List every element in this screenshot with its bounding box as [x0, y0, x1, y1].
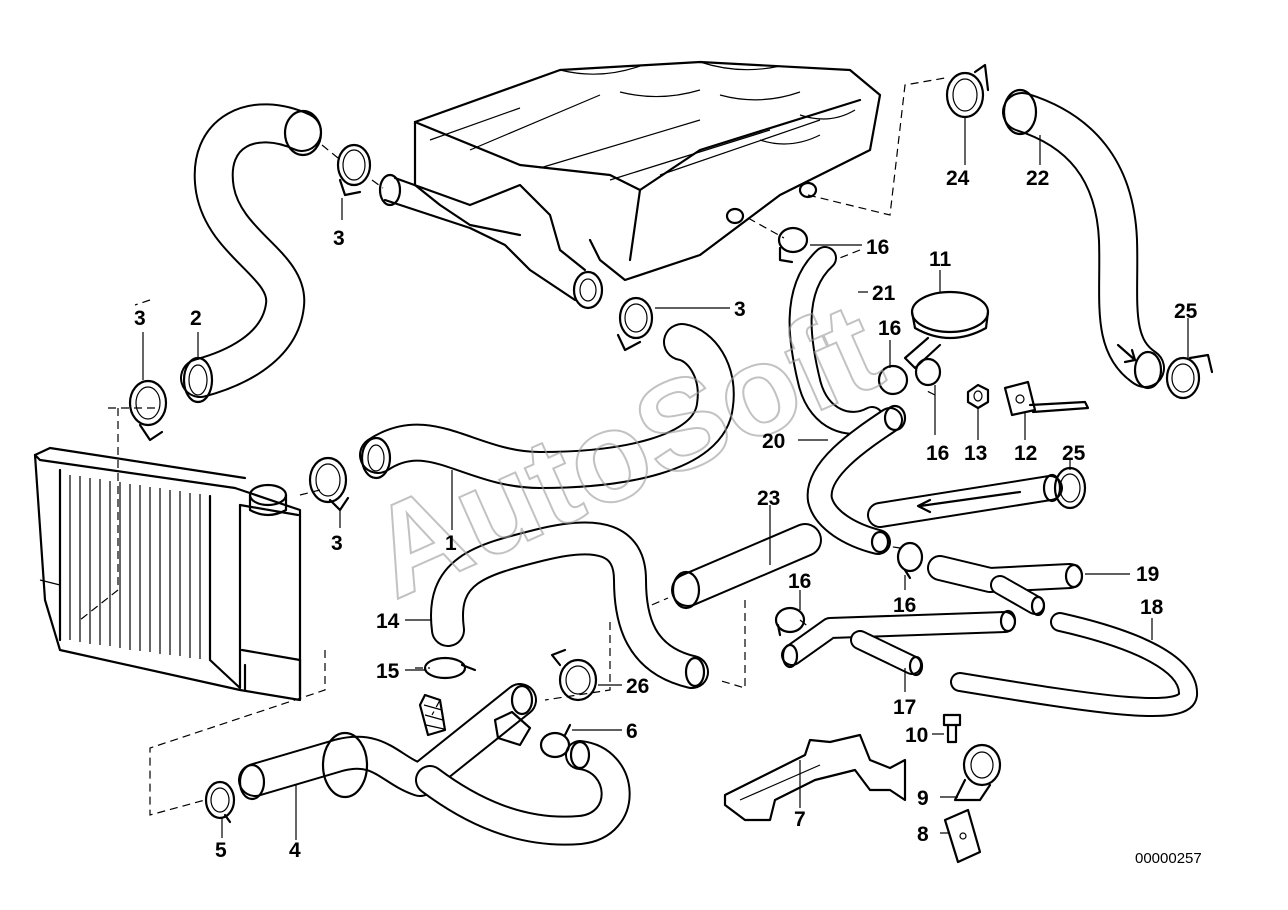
clamp-3-middle — [616, 296, 654, 352]
engine-block — [378, 60, 882, 310]
clamp-25-mid — [1053, 466, 1087, 510]
bolt-10 — [942, 713, 962, 744]
label-3: 3 — [331, 532, 343, 555]
label-11: 11 — [929, 248, 952, 271]
label-24: 24 — [946, 167, 970, 190]
label-4: 4 — [289, 839, 301, 862]
bracket-12 — [1003, 380, 1090, 417]
label-8: 8 — [917, 823, 929, 846]
label-16: 16 — [926, 442, 949, 465]
plate-8 — [943, 808, 982, 864]
label-3: 3 — [134, 307, 146, 330]
clamp-5 — [204, 780, 236, 824]
label-25: 25 — [1174, 300, 1198, 323]
label-25: 25 — [1062, 442, 1086, 465]
clamp-16-mid — [896, 541, 924, 580]
label-16: 16 — [866, 236, 889, 259]
clamp-6 — [539, 723, 572, 759]
label-14: 14 — [376, 610, 400, 633]
label-9: 9 — [917, 787, 929, 810]
label-19: 19 — [1136, 563, 1159, 586]
diagram-code: 00000257 — [1135, 850, 1202, 867]
clamp-3-left — [128, 379, 168, 442]
label-1: 1 — [445, 532, 457, 555]
label-17: 17 — [893, 696, 916, 719]
label-12: 12 — [1014, 442, 1037, 465]
bracket-7 — [723, 733, 907, 822]
label-13: 13 — [964, 442, 987, 465]
label-10: 10 — [905, 724, 928, 747]
label-7: 7 — [794, 808, 806, 831]
nut-13 — [966, 383, 990, 410]
label-16: 16 — [788, 570, 811, 593]
label-3: 3 — [734, 298, 746, 321]
callout-lines — [142, 118, 1189, 840]
clip-9 — [953, 743, 1002, 802]
label-18: 18 — [1140, 596, 1164, 619]
label-5: 5 — [215, 839, 227, 862]
clamp-3-radiator — [308, 456, 350, 512]
expansion-cap-11 — [903, 290, 990, 370]
clamp-16-thermo — [877, 357, 942, 396]
hose-clamps — [128, 63, 1214, 824]
clamp-16-top — [777, 226, 809, 264]
clamp-26 — [550, 648, 598, 702]
clamp-25-right — [1165, 353, 1214, 400]
label-21: 21 — [872, 282, 896, 305]
label-16: 16 — [893, 594, 916, 617]
clamp-24 — [945, 63, 990, 119]
hoses — [180, 88, 1198, 846]
clamp-15 — [423, 656, 477, 680]
part-labels: 3 2 3 3 3 1 24 22 16 11 21 16 16 13 12 2… — [134, 167, 1198, 862]
radiator — [33, 446, 302, 702]
label-2: 2 — [190, 307, 202, 330]
label-16: 16 — [878, 317, 901, 340]
label-15: 15 — [376, 660, 400, 683]
label-22: 22 — [1026, 167, 1049, 190]
label-23: 23 — [757, 487, 780, 510]
label-20: 20 — [762, 430, 785, 453]
label-3: 3 — [333, 227, 345, 250]
clamp-3-top — [336, 143, 372, 197]
label-6: 6 — [626, 720, 638, 743]
clamp-16-lower — [774, 606, 806, 637]
label-26: 26 — [626, 675, 649, 698]
